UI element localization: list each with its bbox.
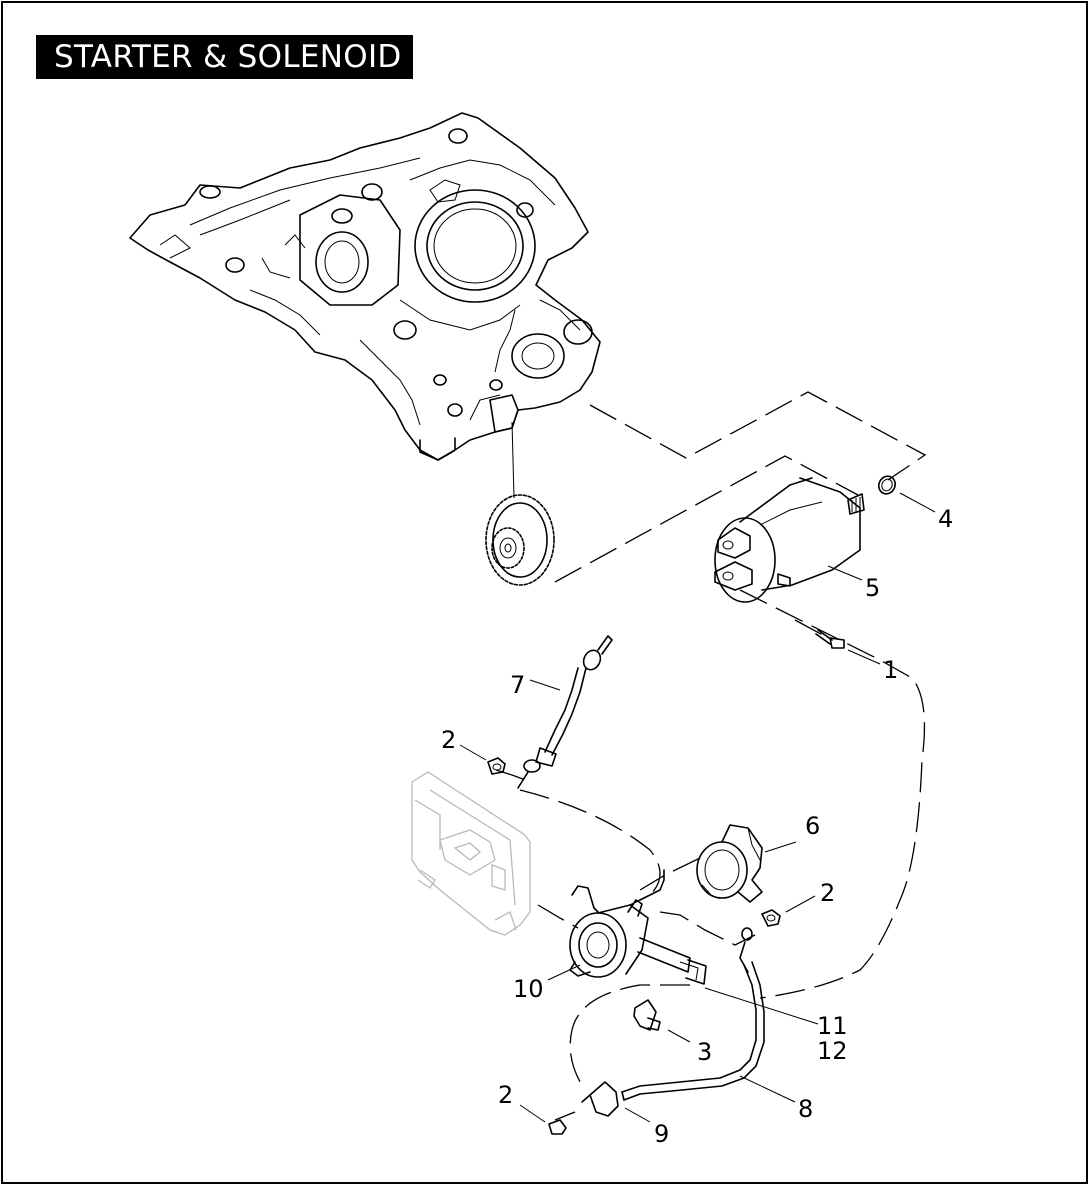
- starter-drive-gear: [485, 494, 555, 586]
- callout-9: 9: [654, 1120, 669, 1148]
- leader-lines: [459, 492, 936, 1123]
- ground-cable: [581, 927, 765, 1117]
- nut: [761, 909, 781, 927]
- callout-labels: 4 5 1 7 2 6 2 10 11 12 3 2 8 9: [441, 505, 953, 1148]
- callout-8: 8: [798, 1095, 813, 1123]
- starter-motor: [714, 477, 865, 603]
- nut: [548, 1119, 567, 1135]
- callout-2: 2: [441, 726, 456, 754]
- callout-5: 5: [865, 574, 880, 602]
- callout-11: 11: [817, 1012, 848, 1040]
- nut: [487, 757, 506, 775]
- callout-1: 1: [883, 656, 898, 684]
- callout-2: 2: [498, 1081, 513, 1109]
- callout-6: 6: [805, 812, 820, 840]
- crankcase-illustration: [129, 112, 601, 461]
- diagram-title: STARTER & SOLENOID: [36, 35, 413, 79]
- callout-2: 2: [820, 879, 835, 907]
- starter-cable: [517, 635, 613, 789]
- callout-4: 4: [938, 505, 953, 533]
- callout-10: 10: [513, 975, 544, 1003]
- callout-7: 7: [510, 671, 525, 699]
- mounting-bracket: [411, 771, 531, 936]
- callout-3: 3: [697, 1038, 712, 1066]
- callout-12: 12: [817, 1037, 848, 1065]
- solenoid: [569, 869, 707, 985]
- solenoid-boot: [696, 824, 763, 903]
- bolt: [815, 629, 845, 649]
- cable-clip: [633, 999, 661, 1031]
- o-ring: [878, 475, 896, 495]
- assembly-lines: [495, 391, 927, 1121]
